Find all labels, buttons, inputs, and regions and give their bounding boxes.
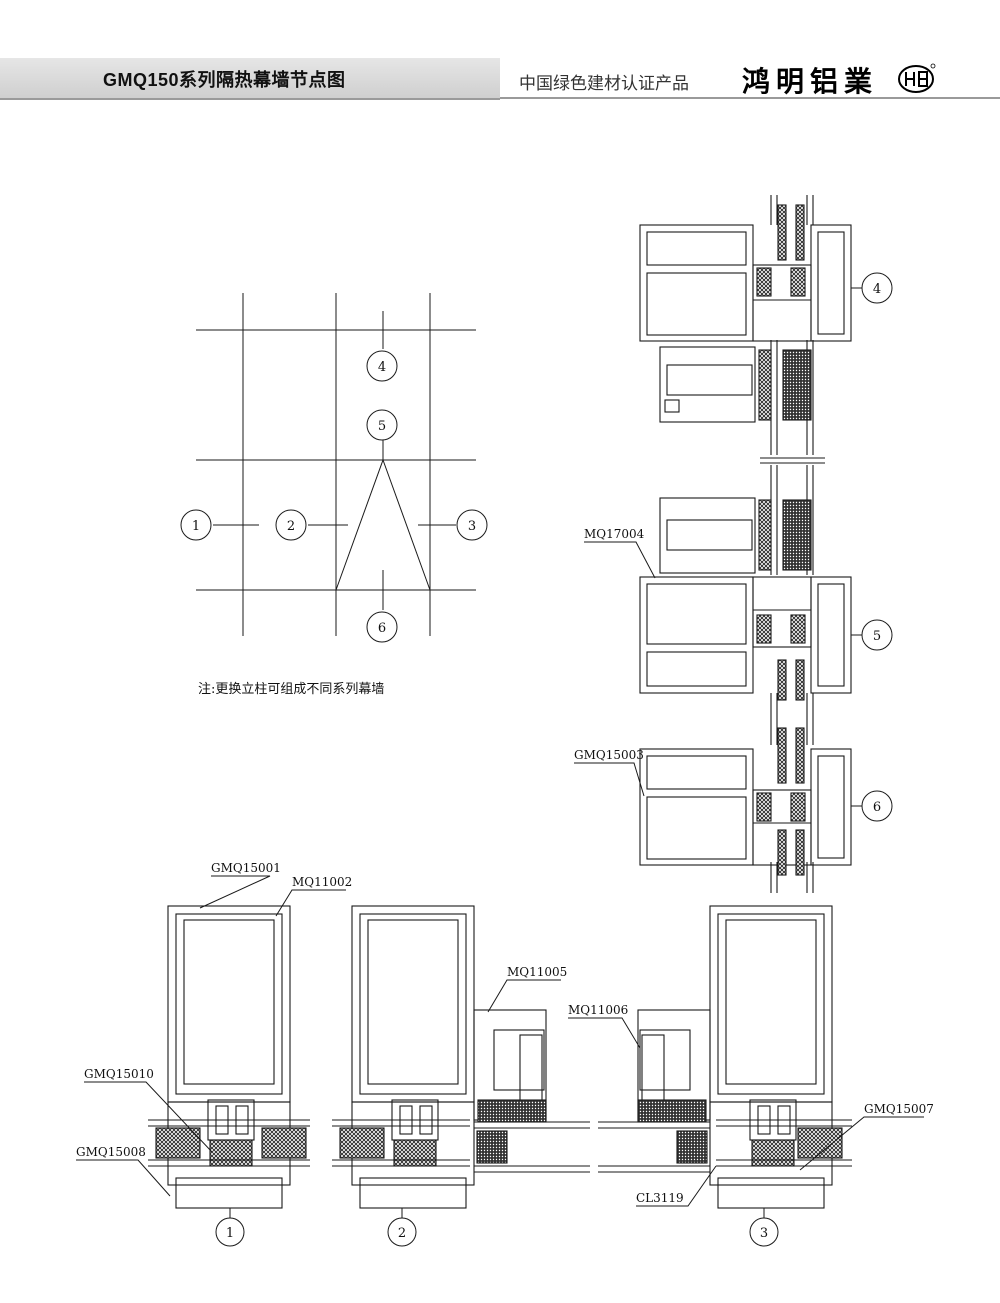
svg-text:GMQ15001: GMQ15001 [211,861,281,875]
index-circle-3: 3 [456,509,488,541]
label-cl3119: CL3119 [636,1165,717,1207]
node-3-section [598,905,852,1209]
svg-text:2: 2 [398,1226,406,1241]
svg-text:5: 5 [873,629,881,644]
label-gmq15001: GMQ15001 [199,861,281,909]
title-band [0,58,500,100]
label-gmq15007: GMQ15007 [799,1102,934,1171]
svg-text:6: 6 [378,621,386,636]
node-circle-6: 6 [851,790,893,822]
label-mq11002: MQ11002 [275,875,352,917]
svg-text:GMQ15003: GMQ15003 [574,748,644,762]
index-circle-2: 2 [275,509,307,541]
node-circle-3: 3 [749,1208,779,1247]
node-1-section [148,905,310,1209]
label-mq17004: MQ17004 [584,527,656,579]
svg-text:MQ17004: MQ17004 [584,527,645,541]
label-gmq15010: GMQ15010 [84,1067,213,1153]
svg-text:5: 5 [378,419,386,434]
svg-text:2: 2 [287,519,295,534]
node-circle-1: 1 [215,1208,245,1247]
svg-text:4: 4 [873,282,881,297]
svg-text:1: 1 [226,1226,234,1241]
plan-note: 注:更换立柱可组成不同系列幕墙 [198,682,384,697]
svg-text:3: 3 [760,1226,768,1241]
index-plan [196,293,476,636]
svg-text:3: 3 [468,519,476,534]
svg-text:1: 1 [192,519,200,534]
page-header: GMQ150系列隔热幕墙节点图 中国绿色建材认证产品 鸿明铝業 [0,0,1000,100]
svg-text:6: 6 [873,800,881,815]
node-circle-5: 5 [851,619,893,651]
vertical-section [639,195,852,893]
index-circle-6: 6 [366,611,398,643]
brand-logo-icon [898,63,936,93]
index-circle-5: 5 [366,409,398,441]
svg-text:GMQ15010: GMQ15010 [84,1067,154,1081]
svg-text:MQ11005: MQ11005 [507,965,567,979]
node-circle-4: 4 [851,272,893,304]
label-mq11006: MQ11006 [568,1003,641,1049]
page-title: GMQ150系列隔热幕墙节点图 [103,70,346,90]
brand-name: 鸿明铝業 [742,65,879,98]
svg-text:MQ11002: MQ11002 [292,875,352,889]
label-mq11005: MQ11005 [487,965,567,1013]
header-rule [500,97,1000,99]
label-gmq15008: GMQ15008 [76,1145,171,1197]
node-2-section [332,905,590,1209]
svg-text:4: 4 [378,360,386,375]
svg-text:MQ11006: MQ11006 [568,1003,628,1017]
certification-text: 中国绿色建材认证产品 [519,74,689,93]
svg-text:GMQ15007: GMQ15007 [864,1102,934,1116]
node-circle-2: 2 [387,1208,417,1247]
index-circle-4: 4 [366,350,398,382]
index-circle-1: 1 [180,509,212,541]
svg-text:CL3119: CL3119 [636,1191,684,1205]
label-gmq15003: GMQ15003 [574,748,645,797]
svg-text:GMQ15008: GMQ15008 [76,1145,146,1159]
